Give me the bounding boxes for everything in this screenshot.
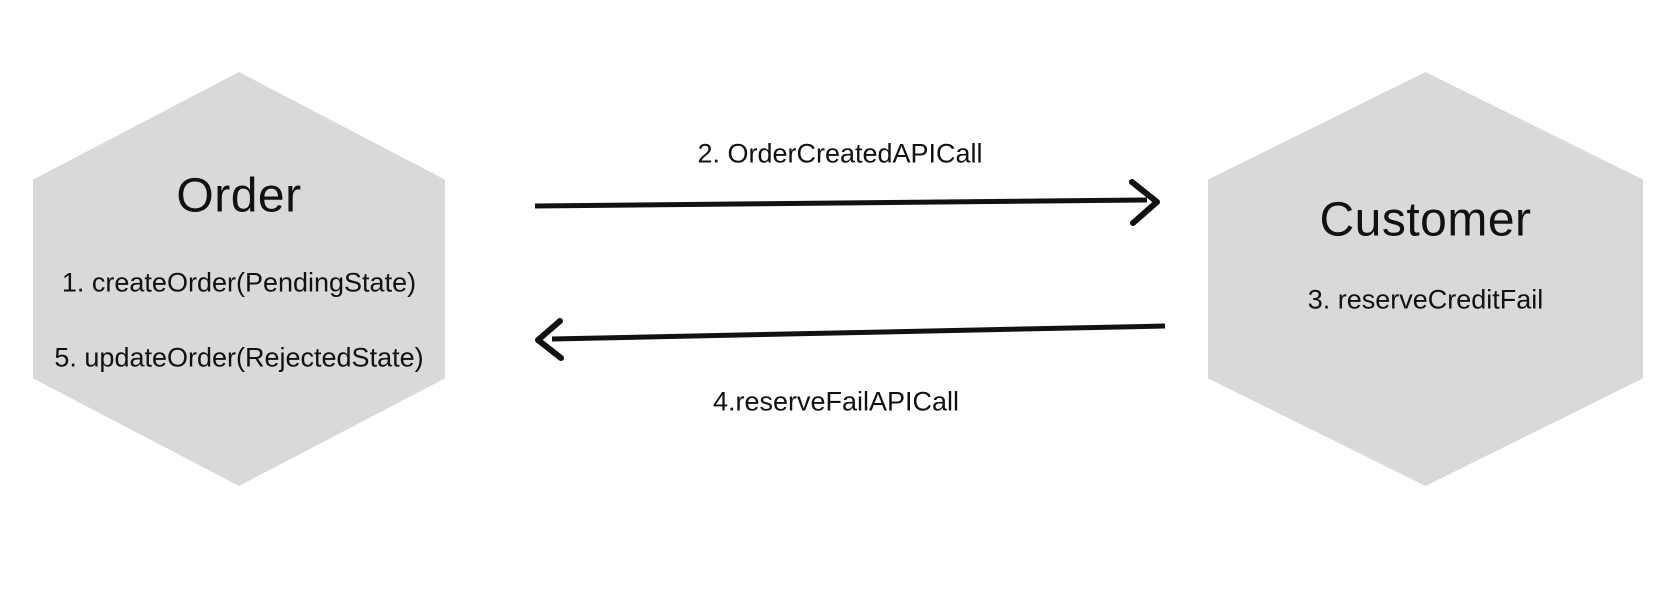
arrow-right-shaft[interactable] [534,197,1148,209]
arrow-left-shaft[interactable] [551,323,1166,342]
customer-node-title: Customer [1319,193,1532,247]
order-node-method-createOrder: 1. createOrder(PendingState) [61,267,417,298]
order-node-method-updateOrder: 5. updateOrder(RejectedState) [54,342,424,373]
arrowhead-right-icon [1129,179,1160,226]
message-label-reserveFailAPICall: 4.reserveFailAPICall [712,386,960,417]
message-label-orderCreatedAPICall: 2. OrderCreatedAPICall [697,138,983,169]
arrow-customer-to-order[interactable] [535,318,1166,361]
order-node-title: Order [176,169,302,223]
arrow-order-to-customer[interactable] [534,179,1160,226]
arrowhead-left-icon [535,318,564,361]
customer-node-method-reserveCreditFail: 3. reserveCreditFail [1307,284,1544,315]
